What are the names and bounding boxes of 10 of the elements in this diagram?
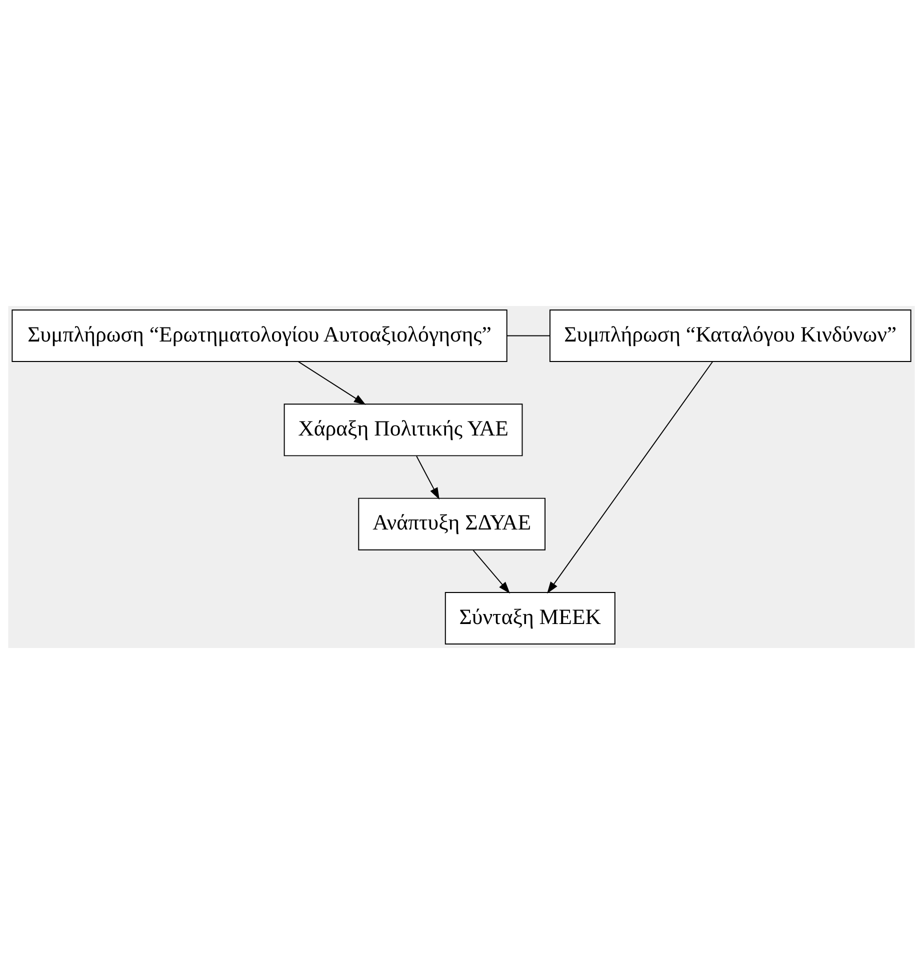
arrow — [472, 549, 510, 594]
node-box: Συμπλήρωση “Ερωτηματολογίου Αυτοαξιολόγησης” — [12, 308, 508, 362]
arrow — [547, 360, 714, 594]
node-box: Χάραξη Πολιτικής ΥΑΕ — [284, 403, 523, 456]
node-box: Συμπλήρωση “Καταλόγου Κινδύνων” — [549, 308, 912, 362]
connector — [506, 334, 550, 336]
arrow — [416, 455, 440, 500]
node-box: Σύνταξη ΜΕΕΚ — [444, 592, 616, 644]
node-box: Ανάπτυξη ΣΔΥΑΕ — [358, 497, 546, 550]
arrow — [298, 360, 366, 404]
